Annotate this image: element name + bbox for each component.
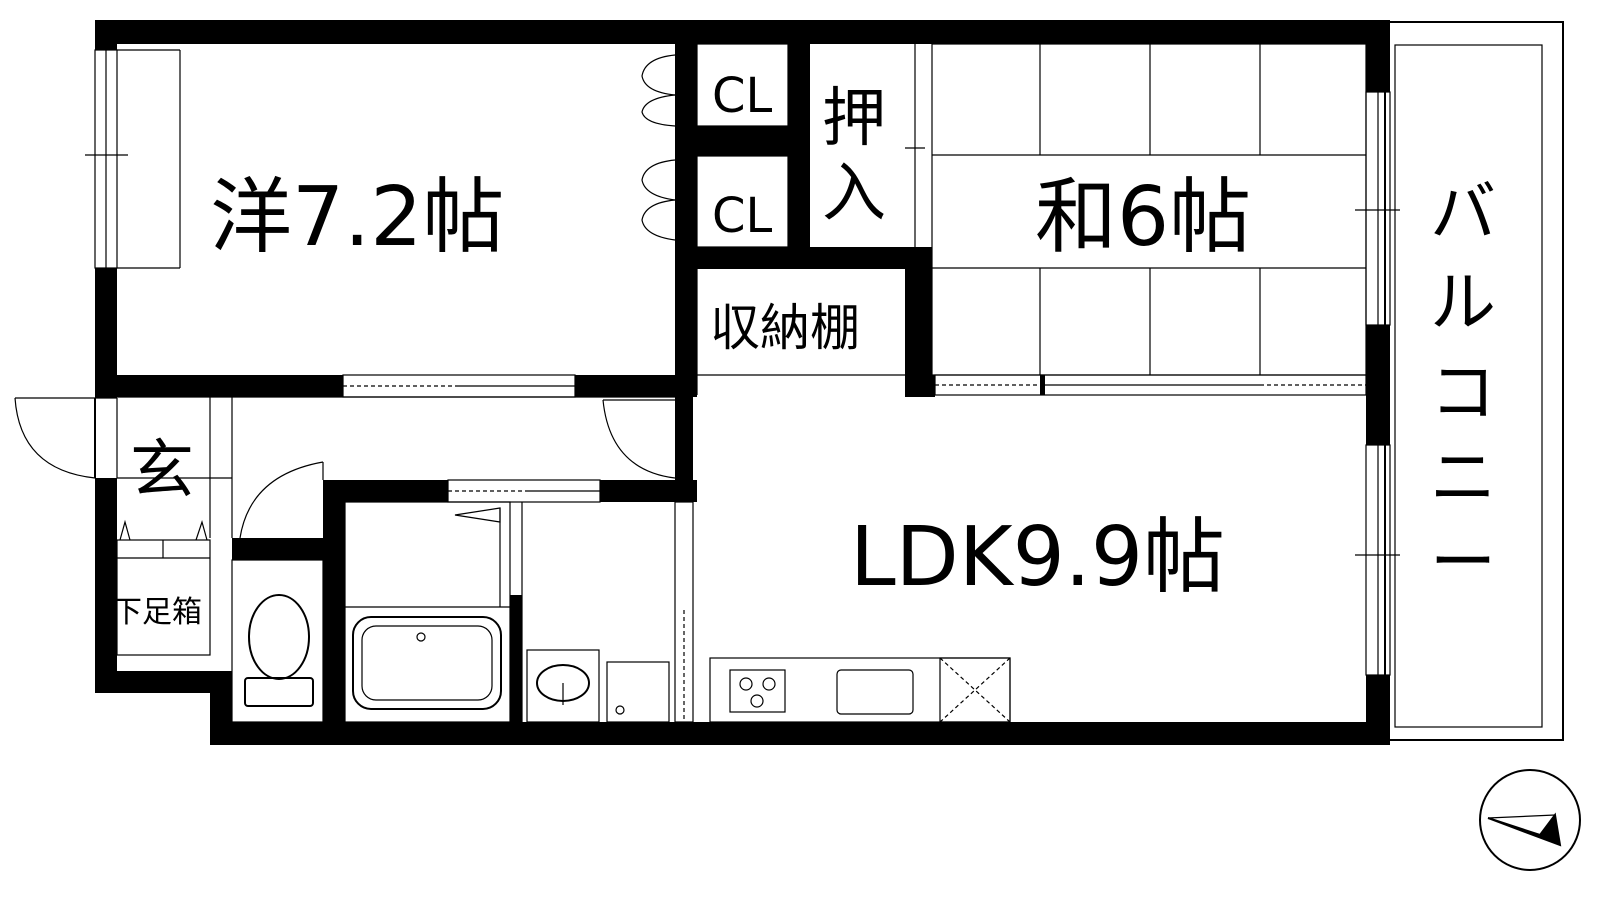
balcony-label-char-5: ー [1430, 524, 1496, 601]
walls [95, 20, 1390, 745]
ldk-label: LDK9.9帖 [850, 510, 1225, 605]
north-arrow-icon [1479, 769, 1581, 871]
balcony-label-char-2: ル [1430, 264, 1496, 341]
oshiire-label-1: 押 [822, 82, 886, 156]
western-room-label: 洋7.2帖 [210, 170, 504, 265]
shoe-box [116, 519, 211, 656]
kitchen-counter [709, 657, 1011, 723]
balcony-label-char-4: ニ [1430, 439, 1496, 516]
room-labels: 洋7.2帖 和6帖 LDK9.9帖 CL CL 押 入 収納棚 玄 下足箱 バ … [112, 68, 1496, 630]
balcony-label-char-3: コ [1430, 354, 1496, 431]
storage-shelf-label: 収納棚 [710, 299, 860, 357]
closet-2-label: CL [712, 188, 773, 244]
toilet-icon [231, 559, 324, 723]
oshiire-label-2: 入 [822, 157, 886, 231]
tatami-grid [905, 43, 1367, 376]
bathtub-icon [344, 501, 511, 723]
fridge-space [939, 657, 1011, 723]
entrance-label: 玄 [130, 434, 194, 508]
washbasin-icon [521, 502, 670, 723]
gas-stove-icon [729, 669, 786, 713]
japanese-room-label: 和6帖 [1035, 170, 1251, 265]
doors [14, 396, 676, 560]
kitchen-sink-icon [836, 669, 914, 715]
closet-1-label: CL [712, 68, 773, 124]
closet-doors [641, 43, 905, 395]
shoe-box-label: 下足箱 [112, 595, 202, 630]
balcony-label-char-1: バ [1430, 174, 1496, 251]
